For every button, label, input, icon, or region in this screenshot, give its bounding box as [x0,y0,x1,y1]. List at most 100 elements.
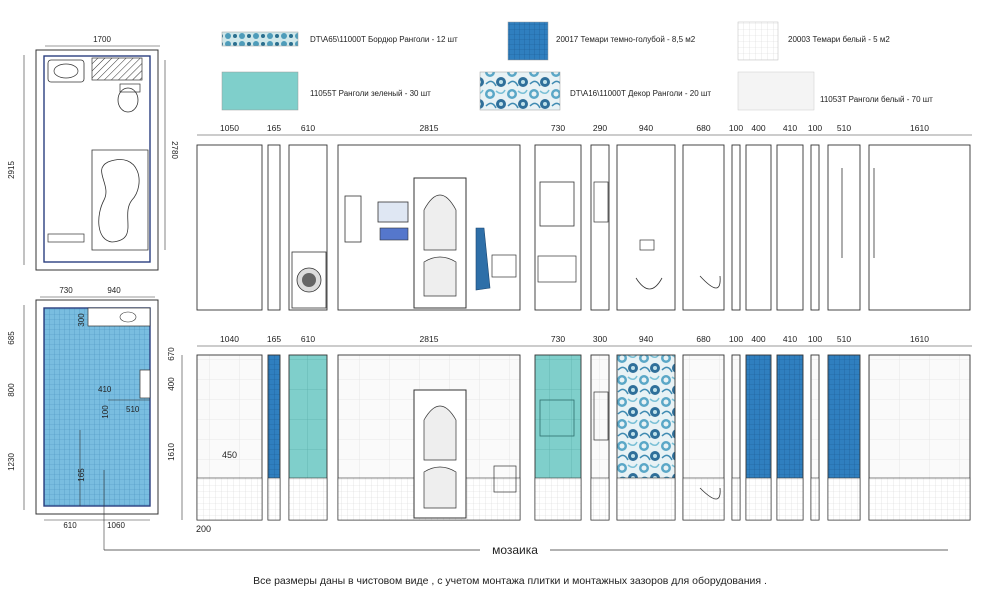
mosaic-band [590,477,610,521]
swatch-border-rangoli [221,31,299,47]
floor-dim-left-3: 1230 [7,453,16,471]
dim-label: 730 [551,123,565,133]
wall-elevation-panel [745,144,772,311]
dim-label: 100 [729,334,743,344]
plan-width-dim: 1700 [93,35,111,44]
mosaic-band [616,477,676,521]
floor-plan: 730 940 300 410 100 510 165 685 800 1230… [7,286,159,530]
plan-layout: 1700 2915 2780 [7,35,179,271]
swatch-decor-rangoli [479,71,561,111]
floor-dim-300: 300 [77,313,86,327]
wall-box [91,57,143,81]
dim-label: 1040 [220,334,239,344]
dim-label: 400 [751,334,765,344]
dim-label: 100 [808,123,822,133]
dim-label: 2815 [420,334,439,344]
mosaic-callout: мозаика [103,470,948,558]
vanity [379,227,409,241]
wall-elevation-panel [776,144,804,311]
dim-label: 2815 [420,123,439,133]
sink [47,59,85,83]
dim-label: 680 [696,334,710,344]
dim-label: 290 [593,123,607,133]
floor-dim-top-left: 730 [59,286,73,295]
wall-elevation-panel [827,144,861,311]
dim-label: 1610 [910,334,929,344]
floor-dim-100: 100 [101,405,110,419]
floor-dim-510: 510 [126,405,140,414]
legend-item-4: 11055T Ранголи зеленый - 30 шт [310,89,431,98]
row1-dimensions: 1050 165 610 2815 730 290 940 680 100 400 410 100 51… [220,123,929,133]
legend-item-1: DT\A65\11000T Бордюр Ранголи - 12 шт [310,35,458,44]
legend: DT\A65\11000T Бордюр Ранголи - 12 шт 200… [221,21,933,111]
floor-dim-165: 165 [77,468,86,482]
row2-side-dim-3: 1610 [167,443,176,461]
wall-elevation-panel [267,144,281,311]
floor-dim-left-2: 800 [7,383,16,397]
wall-elevation-panel [590,144,610,311]
dim-label: 410 [783,123,797,133]
floor-dim-410: 410 [98,385,112,394]
legend-item-3: 20003 Темари белый - 5 м2 [788,35,890,44]
towel [475,227,491,291]
wall-elevation-panel [731,144,741,311]
mosaic-band [731,477,741,521]
mosaic-label: мозаика [492,543,538,557]
floor-mosaic-area [43,307,151,507]
swatch-rangoli-white [737,71,815,111]
mosaic-band [776,477,804,521]
row2-side-dim-2: 400 [167,377,176,391]
dim-label: 1050 [220,123,239,133]
elevations-row-1: 1050 165 610 2815 730 290 940 680 100 400 410 100 51… [196,123,972,311]
mosaic-band [534,477,582,521]
mirror [377,201,409,223]
dim-label: 940 [639,334,653,344]
dim-label: 510 [837,123,851,133]
dim-label: 510 [837,334,851,344]
dim-label: 680 [696,123,710,133]
dim-label: 165 [267,123,281,133]
dim-label: 300 [593,334,607,344]
legend-item-5: DT\A16\11000T Декор Ранголи - 20 шт [570,89,711,98]
mosaic-band [267,477,281,521]
mosaic-band [682,477,725,521]
mosaic-band [745,477,772,521]
dim-label: 165 [267,334,281,344]
mosaic-band [868,477,971,521]
legend-item-2: 20017 Темари темно-голубой - 8,5 м2 [556,35,696,44]
mosaic-band [827,477,861,521]
dim-label: 400 [751,123,765,133]
mosaic-band [810,477,820,521]
floor-dim-left-1: 685 [7,331,16,345]
swatch-temari-white [737,21,779,61]
legend-item-6: 11053T Ранголи белый - 70 шт [820,95,933,104]
dim-200: 200 [196,524,211,534]
toilet [117,87,139,113]
dim-450: 450 [222,450,237,460]
dim-label: 730 [551,334,565,344]
footer-note: Все размеры даны в чистовом виде , с уче… [253,575,767,587]
mosaic-band [196,477,263,521]
dim-label: 940 [639,123,653,133]
floor-dim-top-right: 940 [107,286,121,295]
wall-elevation-panel [196,144,263,311]
swatch-temari-dark-blue [507,21,549,61]
towel-radiator [344,195,362,243]
plan-height-right: 2780 [170,141,179,159]
dim-label: 410 [783,334,797,344]
bathtub [91,149,149,251]
dim-label: 610 [301,123,315,133]
dim-label: 610 [301,334,315,344]
dim-label: 1610 [910,123,929,133]
floor-dim-bottom-left: 610 [63,521,77,530]
mosaic-band [288,477,328,521]
swatch-rangoli-green [221,71,299,111]
row2-side-dim-1: 670 [167,347,176,361]
wall-elevation-panel [868,144,971,311]
wall-elevation-panel [616,144,676,311]
dim-label: 100 [729,123,743,133]
plan-height-left: 2915 [7,161,16,179]
